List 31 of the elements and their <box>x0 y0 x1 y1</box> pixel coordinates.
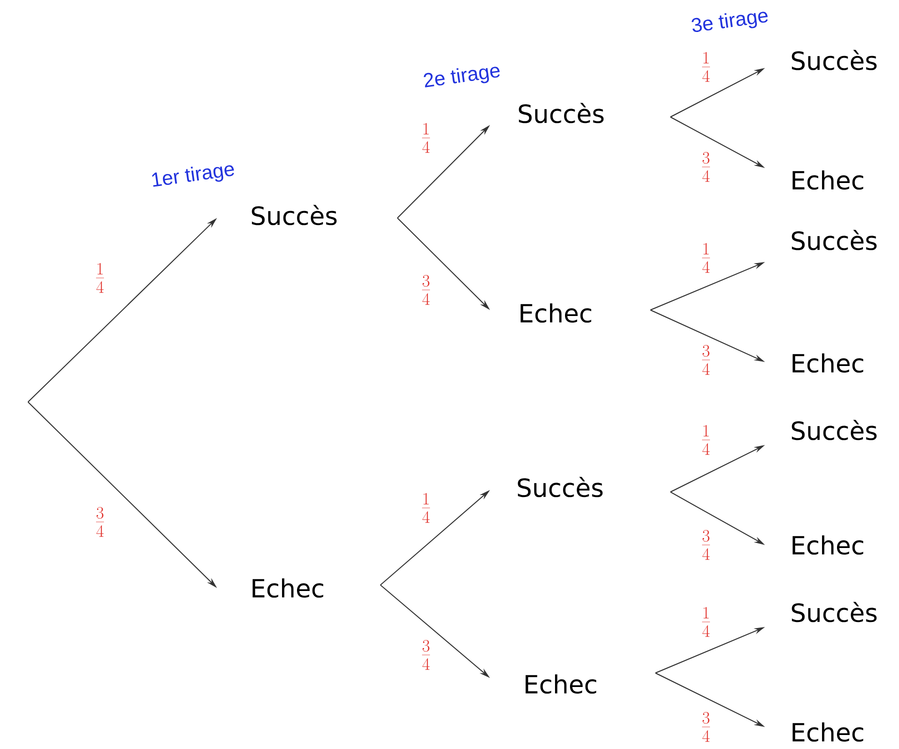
probability-label: $\frac{1}{4}$ <box>700 242 712 274</box>
probability-label: $\frac{3}{4}$ <box>700 151 712 183</box>
outcome-label: Succès <box>792 230 877 250</box>
probability-label: $\frac{1}{4}$ <box>700 424 712 456</box>
outcome-label: Echec <box>792 170 864 190</box>
probability-label: $\frac{1}{4}$ <box>420 122 432 154</box>
outcome-label: Succès <box>792 602 877 622</box>
stage-label: 3e tirage <box>692 12 768 32</box>
probability-label: $\frac{3}{4}$ <box>420 639 432 671</box>
outcome-label: Succès <box>252 204 337 226</box>
outcome-label: Succès <box>518 476 603 498</box>
probability-label: $\frac{3}{4}$ <box>94 506 106 538</box>
probability-label: $\frac{3}{4}$ <box>700 344 712 376</box>
probability-label: $\frac{1}{4}$ <box>700 51 712 83</box>
probability-label: $\frac{1}{4}$ <box>420 492 432 524</box>
probability-label: $\frac{3}{4}$ <box>420 274 432 306</box>
outcome-label: Echec <box>792 353 864 373</box>
stage-label: 2e tirage <box>424 66 500 88</box>
outcome-label: Succès <box>792 420 877 440</box>
probability-label: $\frac{1}{4}$ <box>700 606 712 638</box>
probability-label: $\frac{1}{4}$ <box>94 262 106 294</box>
stage-label: 1er tirage <box>152 165 234 187</box>
outcome-label: Echec <box>792 535 864 555</box>
probability-label: $\frac{3}{4}$ <box>700 711 712 743</box>
outcome-label: Echec <box>252 578 324 598</box>
probability-label: $\frac{3}{4}$ <box>700 529 712 561</box>
outcome-label: Succès <box>792 50 877 70</box>
outcome-label: Echec <box>526 674 596 694</box>
outcome-label: Echec <box>792 722 864 742</box>
outcome-label: Succès <box>518 102 604 124</box>
outcome-label: Echec <box>520 303 592 323</box>
